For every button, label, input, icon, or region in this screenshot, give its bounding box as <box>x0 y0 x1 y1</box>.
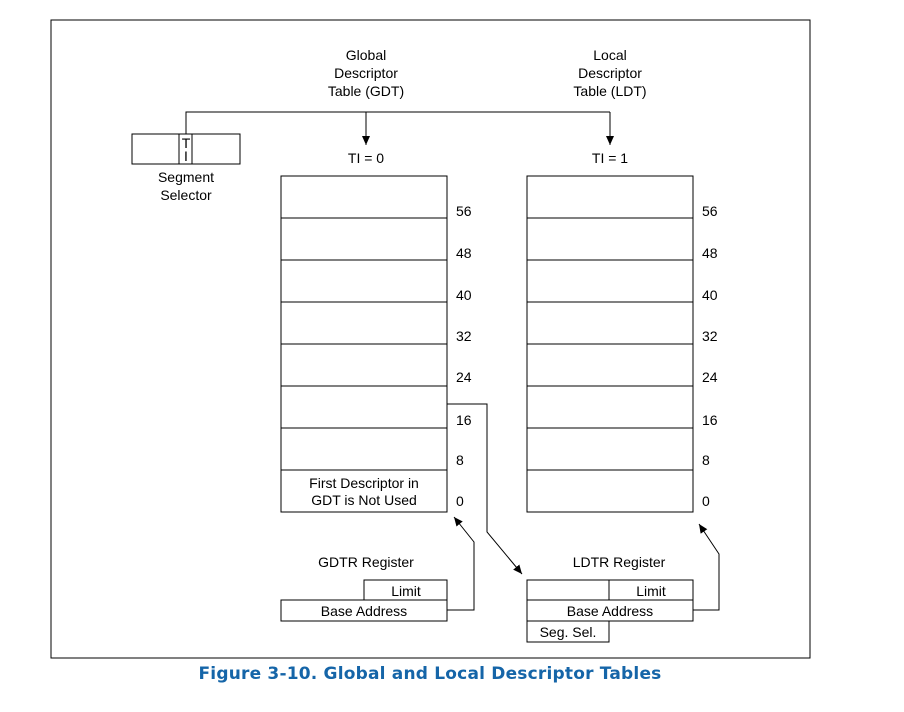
ldtr-to-ldt-arrow <box>693 523 720 611</box>
ldt-offset-48: 48 <box>702 245 718 261</box>
gdt-offset-labels: 56 48 40 32 24 16 8 0 <box>456 203 472 509</box>
ldt-offset-40: 40 <box>702 287 718 303</box>
ldt-offset-16: 16 <box>702 412 718 428</box>
svg-text:Table (LDT): Table (LDT) <box>573 83 646 99</box>
ldt-table <box>526 175 694 513</box>
gdt-offset-48: 48 <box>456 245 472 261</box>
register-arrows <box>447 403 720 611</box>
ldt-offset-0: 0 <box>702 493 710 509</box>
figure-caption: Figure 3-10. Global and Local Descriptor… <box>198 664 662 684</box>
ldtr-seg-sel: Seg. Sel. <box>540 624 597 640</box>
figure-frame <box>50 19 811 659</box>
svg-text:First Descriptor in: First Descriptor in <box>309 475 419 491</box>
ldtr-title: LDTR Register <box>573 554 666 570</box>
ldt-offset-24: 24 <box>702 369 718 385</box>
gdt-title: Global Descriptor Table (GDT) <box>328 47 404 99</box>
ldt-offset-56: 56 <box>702 203 718 219</box>
gdt-offset-32: 32 <box>456 328 472 344</box>
svg-text:Global: Global <box>346 47 386 63</box>
ti-selector-connector <box>185 111 614 145</box>
svg-text:GDT is Not Used: GDT is Not Used <box>311 492 417 508</box>
ldt-offset-32: 32 <box>702 328 718 344</box>
gdt-offset-56: 56 <box>456 203 472 219</box>
gdtr-to-gdt-arrow <box>447 516 475 611</box>
ldtr-limit: Limit <box>636 583 666 599</box>
gdt-table <box>280 175 448 513</box>
svg-text:Descriptor: Descriptor <box>578 65 642 81</box>
segment-selector: T I <box>131 133 241 165</box>
ldt-ti-label: TI = 1 <box>592 150 628 166</box>
segment-selector-label: Segment Selector <box>158 169 214 203</box>
gdt-first-descriptor: First Descriptor in GDT is Not Used <box>309 475 419 508</box>
gdt-offset-16: 16 <box>456 412 472 428</box>
gdt-offset-24: 24 <box>456 369 472 385</box>
ldt-offset-labels: 56 48 40 32 24 16 8 0 <box>702 203 718 509</box>
ldtr-base-address: Base Address <box>567 603 653 619</box>
gdtr-title: GDTR Register <box>318 554 414 570</box>
gdt-ti-label: TI = 0 <box>348 150 384 166</box>
svg-text:Local: Local <box>593 47 626 63</box>
svg-text:Descriptor: Descriptor <box>334 65 398 81</box>
gdt-entry-to-ldtr-arrow <box>447 403 523 575</box>
gdt-offset-0: 0 <box>456 493 464 509</box>
ldt-offset-8: 8 <box>702 452 710 468</box>
ti-letter-i: I <box>184 148 188 164</box>
gdt-offset-40: 40 <box>456 287 472 303</box>
gdtr-limit: Limit <box>391 583 421 599</box>
svg-text:Table (GDT): Table (GDT) <box>328 83 404 99</box>
gdt-offset-8: 8 <box>456 452 464 468</box>
svg-text:Selector: Selector <box>160 187 212 203</box>
svg-text:Segment: Segment <box>158 169 214 185</box>
gdtr-base-address: Base Address <box>321 603 407 619</box>
ldt-title: Local Descriptor Table (LDT) <box>573 47 646 99</box>
ti-letter-t: T <box>182 135 191 151</box>
